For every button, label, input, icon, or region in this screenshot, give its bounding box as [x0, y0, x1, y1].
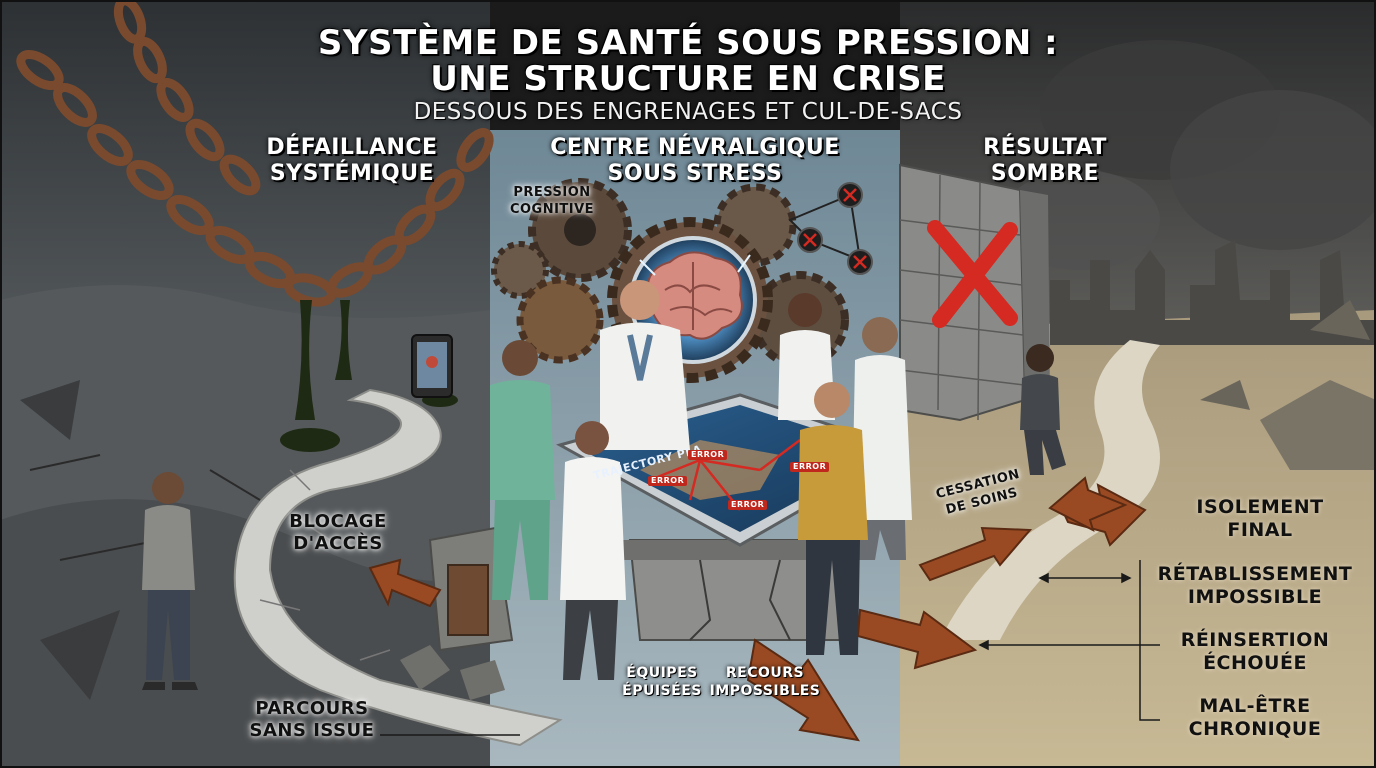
outcome-reinsertion-line2: ÉCHOUÉE	[1203, 652, 1307, 674]
main-title-line1: SYSTÈME DE SANTÉ SOUS PRESSION :	[317, 23, 1059, 63]
main-title-line2: UNE STRUCTURE EN CRISE	[430, 59, 946, 99]
outcome-malaise-line1: MAL-ÊTRE	[1199, 695, 1311, 717]
label-parcours-line2: SANS ISSUE	[249, 720, 375, 741]
label-equipes-line1: ÉQUIPES	[626, 665, 698, 681]
outcome-retablissement-line2: IMPOSSIBLE	[1187, 586, 1323, 608]
walking-man	[1020, 344, 1066, 475]
lost-person	[142, 472, 198, 690]
panel-head-right-line2: SOMBRE	[990, 161, 1100, 186]
winding-path	[233, 388, 563, 747]
label-pression-line1: PRESSION	[513, 185, 591, 200]
panel-head-center-line2: SOUS STRESS	[607, 161, 783, 186]
outcome-malaise-line2: CHRONIQUE	[1188, 718, 1322, 740]
error-badge-3: ERROR	[728, 500, 768, 511]
man-brown-sweater	[798, 382, 868, 655]
panel-head-center-line1: CENTRE NÉVRALGIQUE	[550, 135, 840, 160]
nurse-left	[490, 340, 555, 600]
label-pression-line2: COGNITIVE	[509, 202, 595, 217]
error-badge-2: ERROR	[648, 476, 688, 487]
outcome-isolement-line1: ISOLEMENT	[1196, 496, 1324, 518]
panel-head-right-line1: RÉSULTAT	[983, 135, 1107, 160]
doctor-senior	[852, 317, 912, 560]
red-x-mark	[927, 220, 1018, 328]
label-blocage-line1: BLOCAGE	[289, 511, 387, 532]
table-pedestal	[610, 539, 870, 641]
outcome-reinsertion-line1: RÉINSERTION	[1180, 629, 1330, 651]
woman-clipboard	[560, 421, 626, 680]
blocked-door	[400, 526, 514, 700]
label-blocage-line2: D'ACCÈS	[293, 533, 383, 554]
rust-arrows	[368, 476, 1147, 742]
label-equipes-line2: ÉPUISÉES	[622, 683, 702, 699]
panel-head-left-line2: SYSTÉMIQUE	[269, 161, 435, 186]
outcome-retablissement-line1: RÉTABLISSEMENT	[1157, 563, 1353, 585]
dropped-phone	[411, 334, 453, 398]
main-subtitle: DESSOUS DES ENGRENAGES ET CUL-DE-SACS	[413, 99, 963, 125]
error-badge-4: ERROR	[790, 462, 830, 473]
panel-head-left-line1: DÉFAILLANCE	[266, 135, 438, 160]
outcome-bracket	[978, 560, 1160, 721]
label-recours-line2: IMPOSSIBLES	[709, 683, 821, 699]
label-recours-line1: RECOURS	[725, 665, 805, 681]
outcome-isolement-line2: FINAL	[1227, 519, 1293, 541]
doctor-center	[600, 280, 690, 450]
network-nodes	[788, 182, 873, 275]
label-parcours-line1: PARCOURS	[255, 698, 369, 719]
error-badge-1: ERROR	[688, 450, 728, 461]
